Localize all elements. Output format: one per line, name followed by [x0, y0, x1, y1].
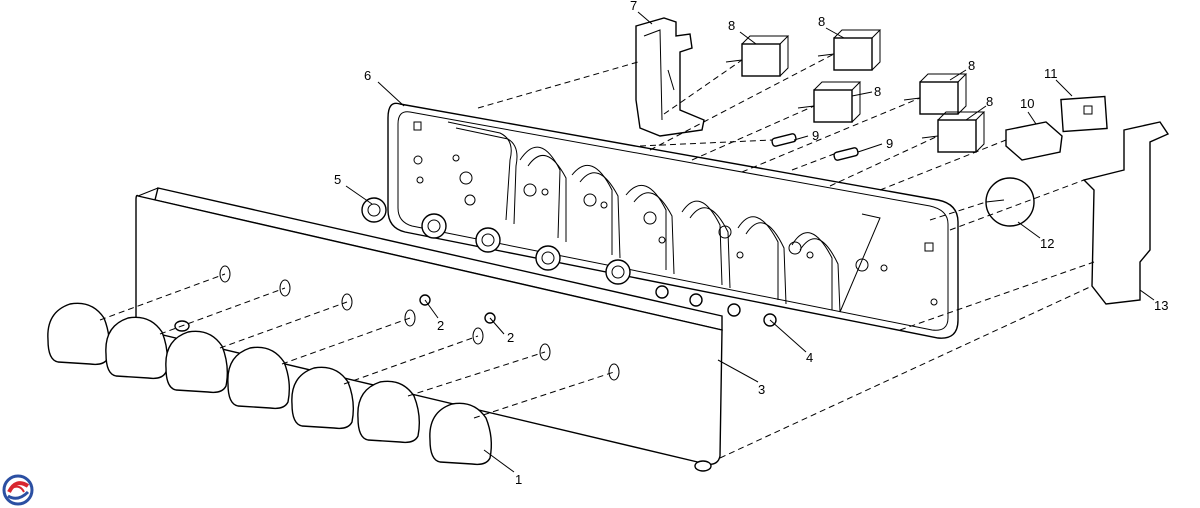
brand-swirl-logo-icon	[2, 474, 34, 506]
indicator-lamps	[771, 133, 859, 161]
rotary-switches	[725, 29, 986, 153]
callout-8e: 8	[986, 94, 993, 109]
callout-4: 4	[806, 350, 813, 365]
callout-5: 5	[334, 172, 341, 187]
leader-lines	[345, 11, 1155, 473]
right-bracket	[1082, 121, 1170, 305]
callout-10: 10	[1020, 96, 1034, 111]
callout-12: 12	[1040, 236, 1054, 251]
callout-6: 6	[364, 68, 371, 83]
callout-8c: 8	[874, 84, 881, 99]
control-panel-frame	[387, 102, 959, 339]
control-knobs	[47, 302, 493, 466]
callout-11: 11	[1044, 66, 1058, 81]
callout-9b: 9	[886, 136, 893, 151]
hex-nuts	[361, 197, 631, 285]
selector-switch	[1005, 121, 1063, 161]
callout-2a: 2	[437, 318, 444, 333]
callout-9a: 9	[812, 128, 819, 143]
callout-1: 1	[515, 472, 522, 487]
timer-dial	[985, 177, 1035, 227]
callout-2b: 2	[507, 330, 514, 345]
callout-3: 3	[758, 382, 765, 397]
assembly-lines	[99, 53, 1095, 459]
callout-8d: 8	[968, 58, 975, 73]
left-bracket	[635, 17, 705, 137]
relay-unit	[1060, 95, 1108, 133]
callout-8a: 8	[728, 18, 735, 33]
callout-7: 7	[630, 0, 637, 13]
callout-13: 13	[1154, 298, 1168, 313]
callout-labels: 1 2 2 3 4 5 6 7 8 8 8 8 8 9 9 10 11 12 1…	[334, 0, 1168, 487]
callout-8b: 8	[818, 14, 825, 29]
